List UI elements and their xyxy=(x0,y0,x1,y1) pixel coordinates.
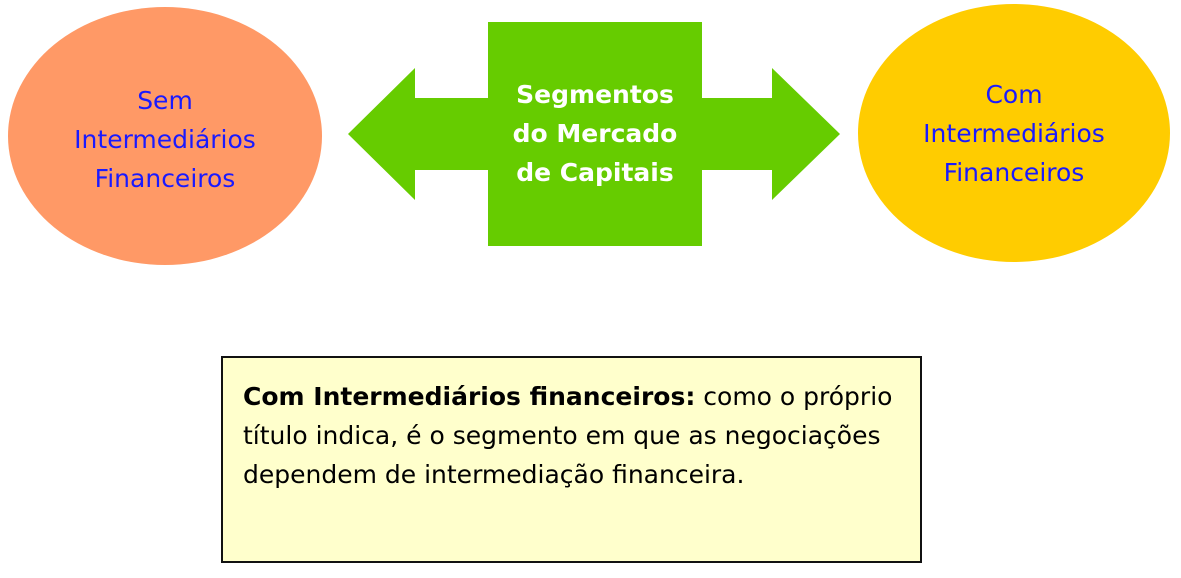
left-node-label: Sem Intermediários Financeiros xyxy=(74,85,256,193)
note-title: Com Intermediários financeiros: xyxy=(243,382,696,411)
center-node-label: Segmentos do Mercado de Capitais xyxy=(512,80,678,187)
definition-note-box: Com Intermediários financeiros: como o p… xyxy=(221,356,922,563)
double-arrow-polygon xyxy=(348,22,840,246)
right-ellipse-node: Com Intermediários Financeiros xyxy=(858,4,1170,262)
note-body: como o próprio título indica, é o segmen… xyxy=(243,382,893,489)
left-ellipse-node: Sem Intermediários Financeiros xyxy=(8,7,322,265)
right-node-label: Com Intermediários Financeiros xyxy=(923,79,1105,187)
